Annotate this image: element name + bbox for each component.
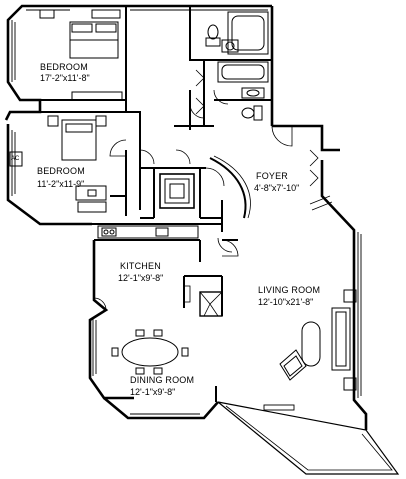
- fireplace: [183, 285, 223, 317]
- bed-1: [69, 21, 119, 59]
- kitchen-dims: 12'-1"x9'-8": [118, 273, 164, 283]
- dining-table: [111, 329, 189, 375]
- door-swings: [93, 69, 333, 311]
- balcony: [217, 401, 400, 475]
- windows: [11, 9, 362, 415]
- ac-unit: [9, 151, 23, 167]
- bedroom-2-name: BEDROOM: [37, 166, 85, 176]
- dining-room-name: DINING ROOM: [130, 375, 195, 385]
- toilet: [205, 24, 221, 47]
- kitchen-counter: [97, 225, 199, 239]
- living-room-name: LIVING ROOM: [258, 285, 321, 295]
- living-room-dims: 12'-10"x21'-8": [258, 297, 314, 307]
- kitchen-name: KITCHEN: [120, 261, 161, 271]
- armchair: [279, 349, 307, 381]
- toilet-2: [241, 105, 263, 121]
- bed-2: [47, 115, 107, 161]
- sink: [221, 39, 265, 99]
- desk: [75, 185, 107, 213]
- bathtub-2: [217, 61, 269, 83]
- foyer-dims: 4'-8"x7'-10": [254, 183, 300, 193]
- dresser-1: [39, 9, 123, 101]
- exterior-walls: [4, 4, 368, 430]
- bedroom-2-dims: 11'-2"x11-9": [37, 179, 85, 189]
- sofa: [331, 289, 357, 391]
- ac-unit-label: AC: [11, 156, 20, 162]
- foyer-name: FOYER: [256, 171, 289, 181]
- bedroom-1-dims: 17'-2"x11'-8": [40, 73, 90, 83]
- dining-room-dims: 12'-1"x9'-8": [130, 387, 176, 397]
- bedroom-1-name: BEDROOM: [40, 62, 88, 72]
- stair-well: [159, 173, 195, 209]
- bathtub: [227, 11, 269, 55]
- coffee-table: [301, 321, 321, 367]
